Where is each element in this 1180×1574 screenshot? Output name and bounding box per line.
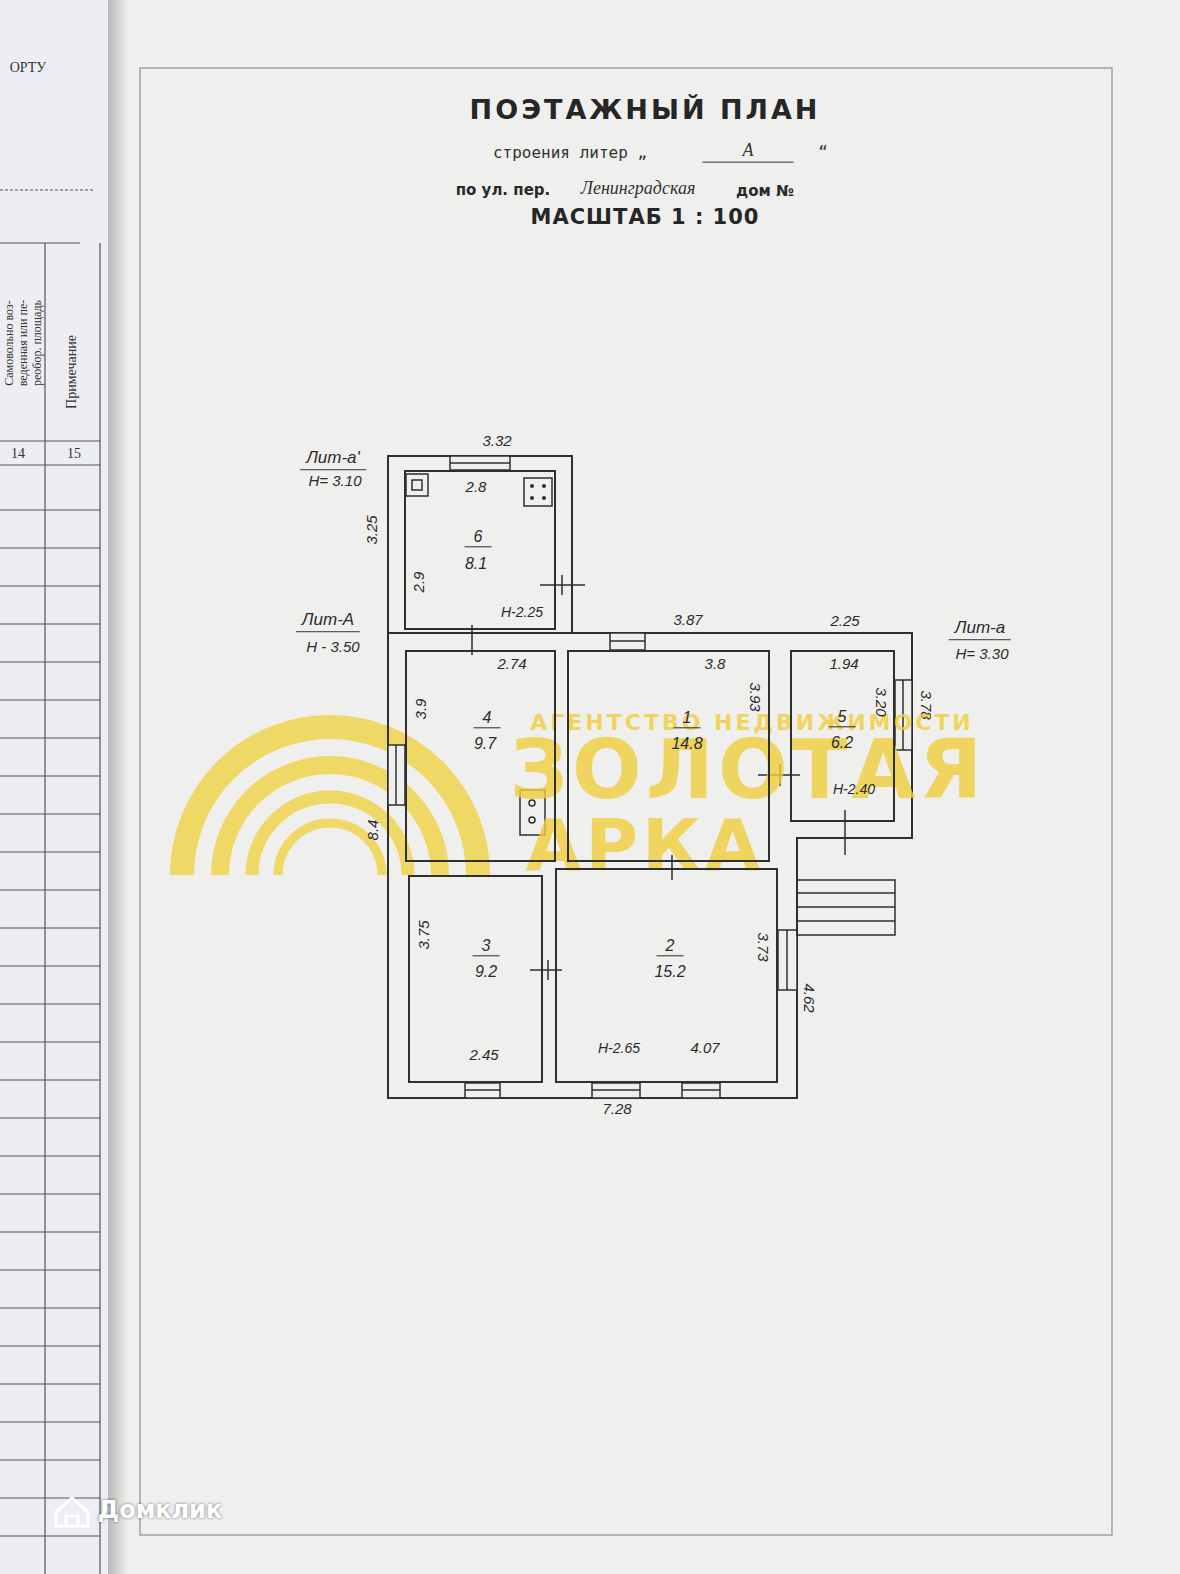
literal-label: Лит-а <box>949 618 1011 640</box>
height-label: Н= 3.30 <box>956 645 1009 662</box>
room-dimension: 3.73 <box>754 932 771 961</box>
room-area: 9.2 <box>475 963 497 981</box>
literal-label: Лит-а' <box>300 448 366 470</box>
dimension: 3.87 <box>673 611 702 628</box>
subtitle-text: строения литер „ <box>493 144 647 162</box>
room-number: 3 <box>473 937 500 956</box>
height-label: Н= 3.10 <box>309 472 362 489</box>
room-area: 14.8 <box>671 735 702 753</box>
room-dimension: 3.75 <box>415 920 432 949</box>
room-box: 4 9.7 2.74 3.9 <box>405 650 556 862</box>
room-number: 5 <box>829 708 856 727</box>
page-text: ОРТУ <box>10 60 47 76</box>
room-dimension: 4.07 <box>690 1039 719 1056</box>
room-dimension: 3.93 <box>746 682 763 711</box>
room-number: 4 <box>474 709 501 728</box>
column-number: 14 <box>11 446 25 462</box>
dimension: 2.25 <box>830 612 859 629</box>
dimension: 3.32 <box>482 432 511 449</box>
column-number: 15 <box>67 446 81 462</box>
table-header: Самовольно воз- веденная или пе- реобор.… <box>3 281 44 406</box>
literal-label: Лит-А <box>296 610 360 632</box>
room-area: 9.7 <box>474 735 496 753</box>
plan-title: ПОЭТАЖНЫЙ ПЛАН <box>470 94 821 125</box>
room-area: 15.2 <box>654 963 685 981</box>
address-text: по ул. пер. <box>456 182 551 199</box>
room-dimension: Н-2.65 <box>598 1040 640 1056</box>
source-logo: Домклик <box>98 1497 222 1525</box>
dimension: 8.4 <box>364 820 381 841</box>
room-number: 2 <box>657 937 684 956</box>
height-label: Н - 3.50 <box>306 638 359 655</box>
room-box: 2 15.2 3.73Н-2.65 4.07 <box>555 868 778 1083</box>
scale-text: МАСШТАБ 1 : 100 <box>531 205 760 229</box>
room-dimension: 1.94 <box>829 655 858 672</box>
room-number: 6 <box>465 528 492 547</box>
dimension: 7.28 <box>602 1100 631 1117</box>
room-box: 1 14.8 3.8 3.93 <box>567 650 770 862</box>
dimension: 4.62 <box>800 983 817 1012</box>
room-dimension: 2.74 <box>497 655 526 672</box>
room-dimension: 2.45 <box>469 1046 498 1063</box>
handwritten-letter: А <box>703 140 794 163</box>
address-text: дом № <box>736 183 794 200</box>
room-dimension: Н-2.25 <box>501 604 543 620</box>
subtitle-text: “ <box>818 143 828 161</box>
watermark-text: АРКА <box>525 804 764 887</box>
address-handwritten: Ленинградская <box>581 178 696 199</box>
room-box: 6 8.1 2.8 2.9Н-2.25 <box>404 470 556 630</box>
room-dimension: 2.9 <box>410 572 427 593</box>
room-dimension: 3.20 <box>872 687 889 716</box>
room-area: 8.1 <box>465 555 487 573</box>
dimension: 3.25 <box>363 515 380 544</box>
room-dimension: 2.8 <box>466 478 487 495</box>
room-dimension: 3.9 <box>412 699 429 720</box>
room-box: 5 6.2 1.94 3.20Н-2.40 <box>790 650 895 822</box>
room-box: 3 9.2 3.75 2.45 <box>408 875 543 1083</box>
room-area: 6.2 <box>831 734 853 752</box>
room-dimension: Н-2.40 <box>833 781 875 797</box>
table-header: Примечание <box>64 335 80 409</box>
room-dimension: 3.8 <box>705 655 726 672</box>
room-number: 1 <box>674 709 701 728</box>
